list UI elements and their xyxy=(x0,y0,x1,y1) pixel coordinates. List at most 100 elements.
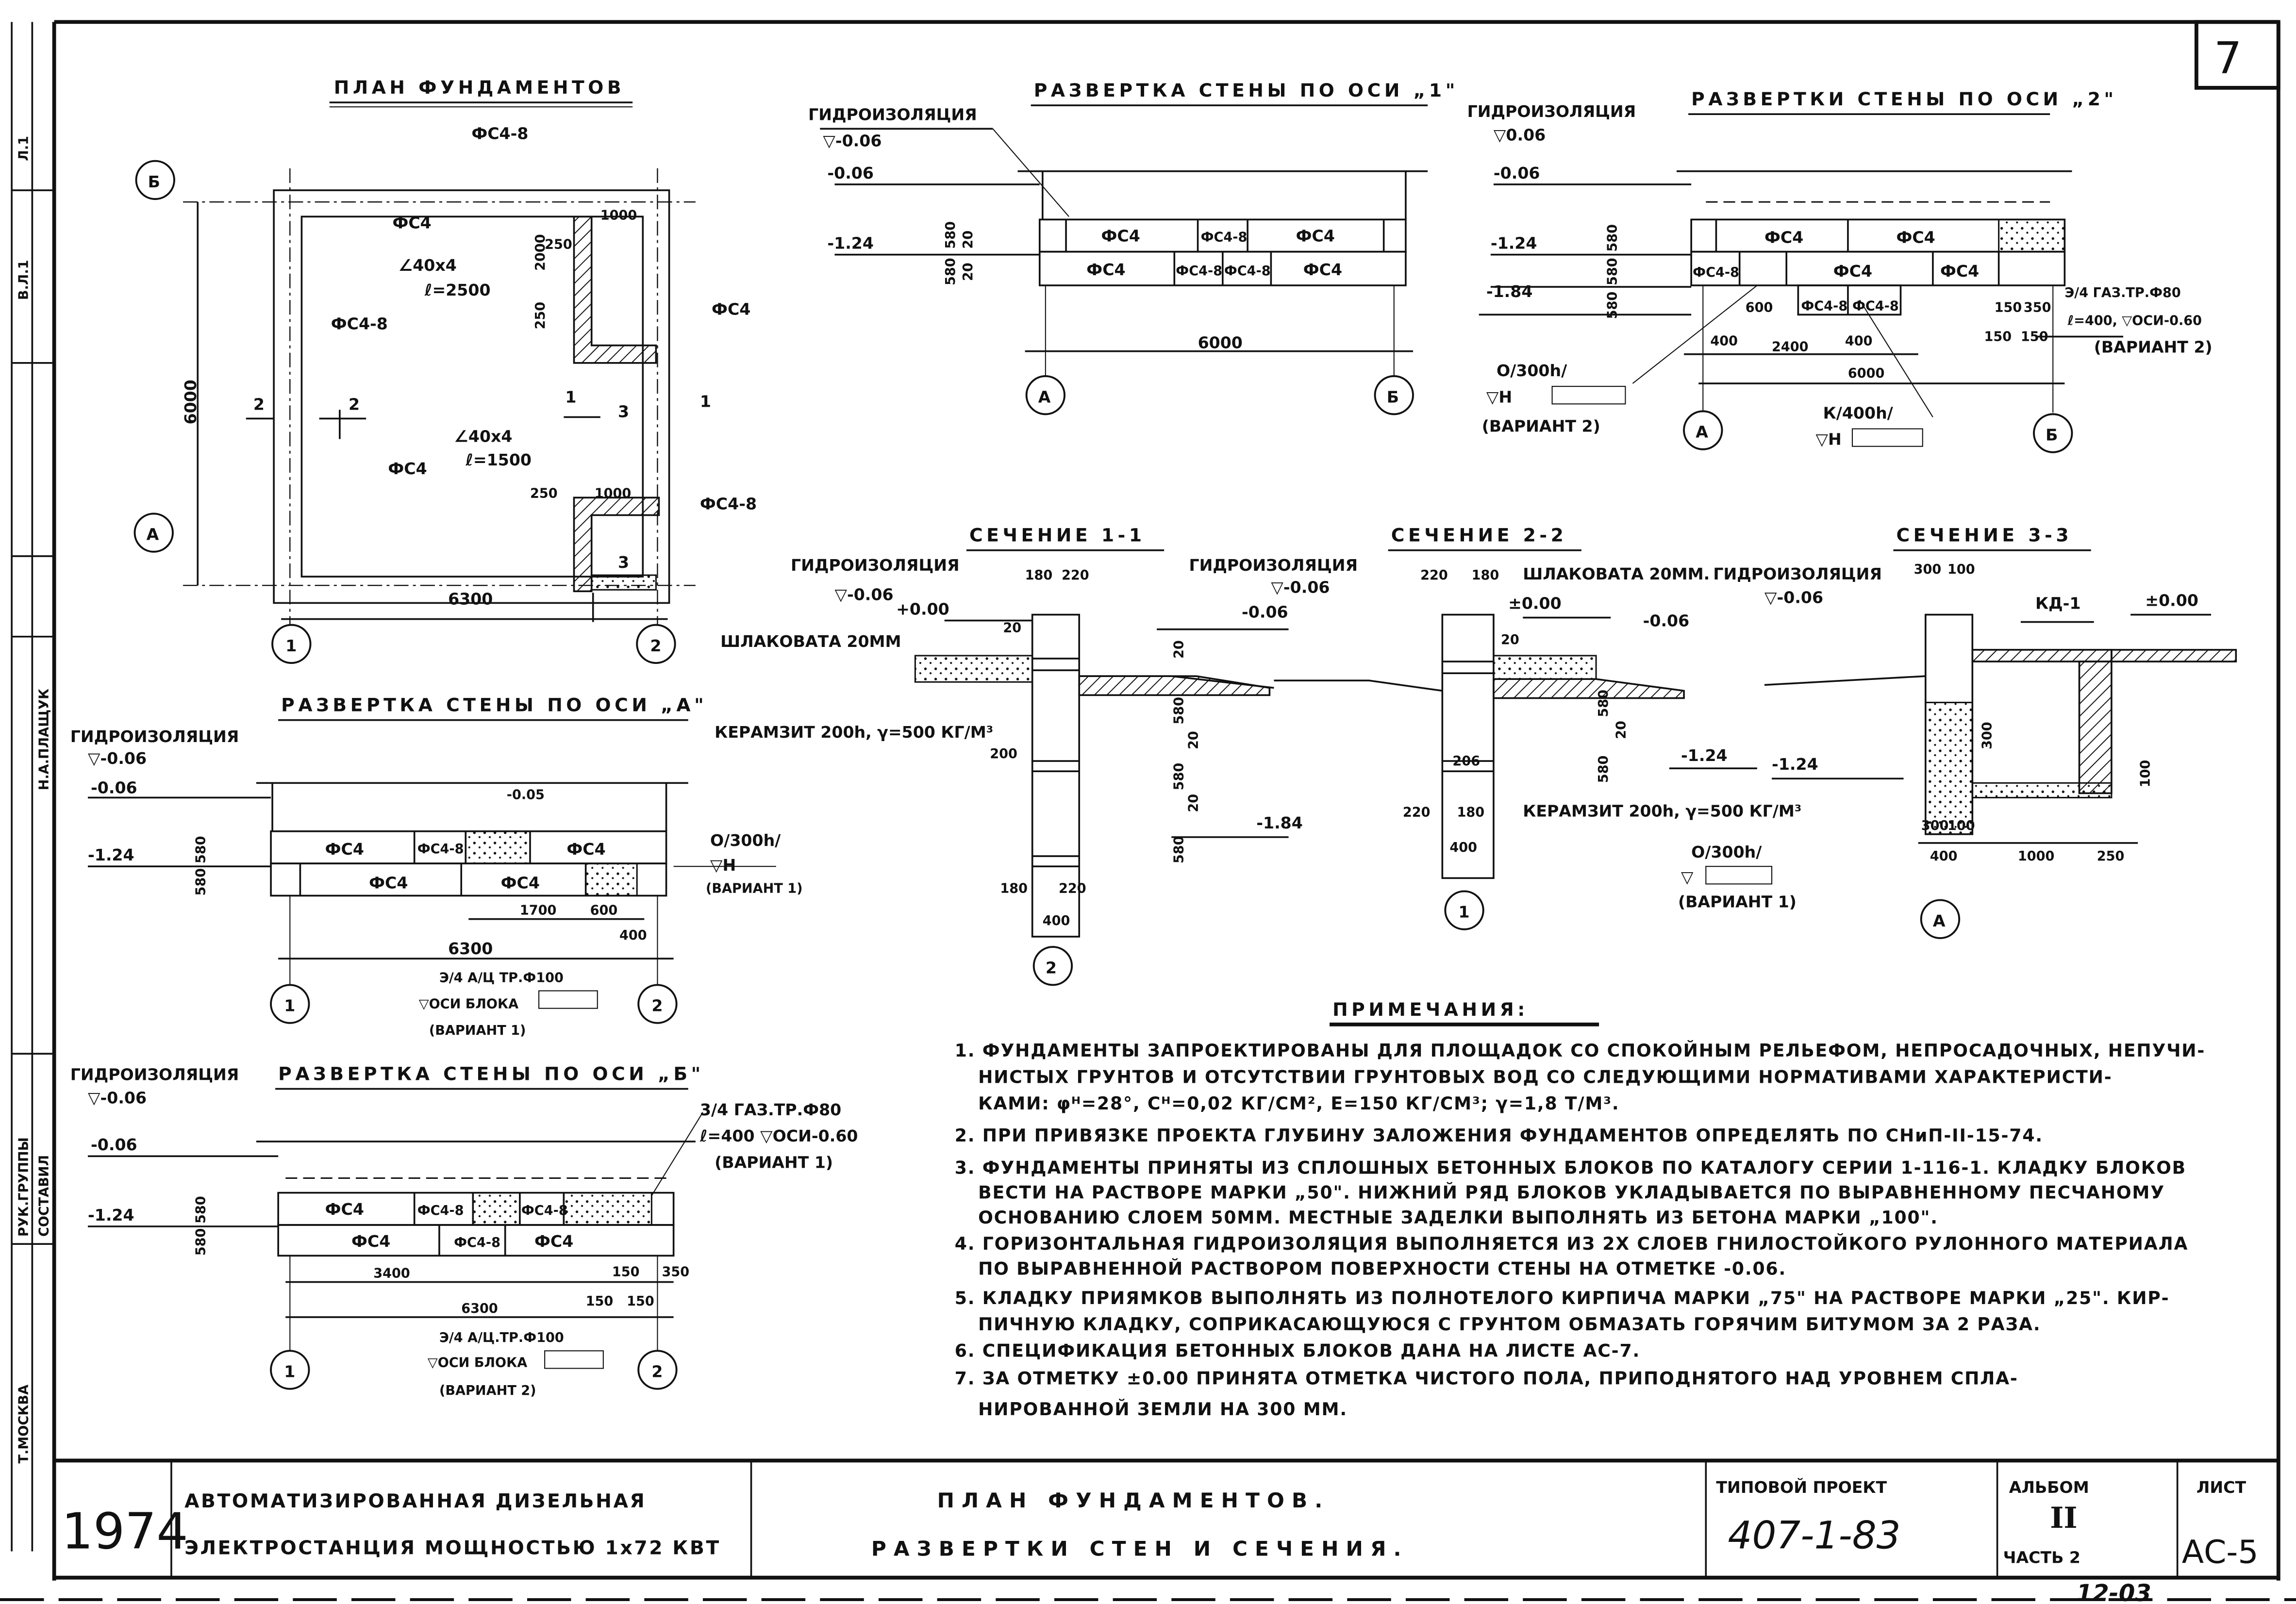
drawing-label: ▽-0.06 xyxy=(88,1089,147,1108)
drawing-label: 400 xyxy=(1710,334,1738,349)
drawing-label: 20 xyxy=(1186,731,1201,749)
drawing-label: (ВАРИАНТ 1) xyxy=(1678,893,1797,911)
drawing-label: 580 xyxy=(1605,258,1620,285)
drawing-label: 580 xyxy=(1596,756,1611,783)
drawing-label: 250 xyxy=(530,486,558,501)
drawing-label: Э/4 А/Ц.ТР.Ф100 xyxy=(439,1330,564,1345)
drawing-label: 350 xyxy=(662,1265,689,1280)
drawing-label: ГИДРОИЗОЛЯЦИЯ xyxy=(70,1065,239,1084)
drawing-label: ФС4 xyxy=(325,840,364,859)
drawing-label: ФС4-8 xyxy=(700,494,757,513)
drawing-label: ГИДРОИЗОЛЯЦИЯ xyxy=(70,727,239,746)
drawing-label: -1.24 xyxy=(88,845,134,864)
drawing-label: ГИДРОИЗОЛЯЦИЯ xyxy=(1467,102,1636,121)
drawing-label: -1.24 xyxy=(827,234,874,253)
drawing-label: ФС4 xyxy=(534,1232,573,1251)
drawing-label: 220 xyxy=(1062,568,1089,583)
drawing-label: 250 xyxy=(533,302,548,330)
drawing-label: 580 xyxy=(1171,763,1186,791)
drawing-label: 20 xyxy=(1003,621,1021,636)
drawing-label: ФС4 xyxy=(1764,228,1803,247)
project-number: 407-1-83 xyxy=(1728,1513,1901,1557)
drawing-label: А xyxy=(1696,423,1708,442)
drawing-label: 20 xyxy=(961,231,976,249)
drawing-label: -1.24 xyxy=(1491,234,1537,253)
drawing-label: 250 xyxy=(545,237,572,252)
drawing-label: ФС4-8 xyxy=(1224,264,1271,279)
drawing-label: ▽-0.06 xyxy=(1271,578,1330,596)
drawing-label: 100 xyxy=(1947,818,1975,833)
drawing-label: 580 xyxy=(943,258,958,285)
drawing-label: ГИДРОИЗОЛЯЦИЯ xyxy=(808,105,977,124)
drawing-label: -0.06 xyxy=(1643,612,1690,630)
sheet-title: РАЗВЕРТКИ СТЕН И СЕЧЕНИЯ. xyxy=(871,1537,1409,1560)
drawing-label: 150 xyxy=(627,1294,654,1309)
drawing-label: ШЛАКОВАТА 20ММ xyxy=(720,632,901,651)
drawing-label: КЕРАМЗИТ 200h, γ=500 КГ/М³ xyxy=(715,723,993,742)
wall-elevation-axis-1: РАЗВЕРТКА СТЕНЫ ПО ОСИ „1" ГИДРОИЗОЛЯЦИЯ… xyxy=(808,80,1455,415)
drawing-label: 1 xyxy=(284,996,295,1015)
drawing-label: ФС4 xyxy=(325,1200,364,1219)
drawing-label: ▽Н xyxy=(1486,387,1512,406)
drawing-label: ФС4 xyxy=(369,873,408,892)
section-2-2: СЕЧЕНИЕ 2-2 ГИДРОИЗОЛЯЦИЯ ▽-0.06 220 180… xyxy=(1189,525,1801,930)
drawing-label: -1.24 xyxy=(1681,746,1728,765)
drawing-label: О/300h/ xyxy=(1691,843,1762,861)
drawing-label: -1.24 xyxy=(1772,755,1818,774)
drawing-label: 400 xyxy=(1449,840,1477,855)
drawing-label: 3 xyxy=(618,402,629,421)
drawing-label: 580 xyxy=(193,868,208,896)
drawing-label: (ВАРИАНТ 1) xyxy=(429,1023,526,1038)
project-label: ТИПОВОЙ ПРОЕКТ xyxy=(1716,1477,1887,1497)
drawing-label: 100 xyxy=(2138,760,2153,788)
drawing-label: 1 xyxy=(565,387,576,406)
wall-elevation-axis-b: РАЗВЕРТКА СТЕНЫ ПО ОСИ „Б" ГИДРОИЗОЛЯЦИЯ… xyxy=(70,1063,858,1398)
drawing-label: 350 xyxy=(2024,300,2051,315)
drawing-label: ФС4-8 xyxy=(417,1203,464,1218)
album-label: АЛЬБОМ xyxy=(2009,1478,2089,1497)
drawing-label: 1700 xyxy=(520,903,557,918)
drawing-label: 1 xyxy=(285,636,297,655)
drawing-label: ℓ=2500 xyxy=(424,281,491,299)
archive-number: 12-03 xyxy=(2077,1580,2151,1604)
sheet-corner-number: 7 xyxy=(2214,33,2242,84)
elevation-title: РАЗВЕРТКА СТЕНЫ ПО ОСИ „Б" xyxy=(278,1063,704,1084)
sheet-frame: 7 xyxy=(0,20,2296,1601)
drawing-label: ГИДРОИЗОЛЯЦИЯ xyxy=(1189,556,1358,575)
drawing-label: 180 xyxy=(1457,805,1484,820)
drawing-label: ФС4-8 xyxy=(454,1235,500,1250)
drawing-label: ФС4-8 xyxy=(1201,230,1248,245)
drawing-label: ШЛАКОВАТА 20ММ. xyxy=(1523,564,1710,583)
drawing-label: ▽ОСИ БЛОКА xyxy=(419,997,518,1012)
drawing-label: (ВАРИАНТ 2) xyxy=(2094,338,2213,357)
drawing-label: 2 xyxy=(651,1362,663,1381)
drawing-label: 580 xyxy=(1605,224,1620,252)
drawing-label: 300 xyxy=(1914,562,1942,577)
drawing-label: ФС4 xyxy=(1303,260,1342,279)
drawing-label: ∠40х4 xyxy=(454,427,512,446)
sheet-number: АС-5 xyxy=(2182,1533,2259,1571)
note-line: 5. КЛАДКУ ПРИЯМКОВ ВЫПОЛНЯТЬ ИЗ ПОЛНОТЕЛ… xyxy=(955,1288,2170,1308)
drawing-label: ГИДРОИЗОЛЯЦИЯ xyxy=(1713,564,1882,583)
sheet-label: ЛИСТ xyxy=(2196,1478,2246,1497)
drawing-label: 150 xyxy=(1984,330,2012,345)
drawing-label: 6300 xyxy=(448,589,493,608)
plan-title: ПЛАН ФУНДАМЕНТОВ xyxy=(334,77,625,98)
drawing-label: 300 xyxy=(1980,722,1995,749)
drawing-label: КД-1 xyxy=(2035,594,2080,612)
drawing-label: 180 xyxy=(1025,568,1053,583)
drawing-label: К/400h/ xyxy=(1823,403,1894,422)
note-line: НИСТЫХ ГРУНТОВ И ОТСУТСТВИИ ГРУНТОВЫХ ВО… xyxy=(978,1066,2112,1087)
drawing-label: 180 xyxy=(1472,568,1499,583)
drawing-label: 220 xyxy=(1059,881,1086,896)
note-line: 4. ГОРИЗОНТАЛЬНАЯ ГИДРОИЗОЛЯЦИЯ ВЫПОЛНЯЕ… xyxy=(955,1233,2188,1254)
sheet-title: ПЛАН ФУНДАМЕНТОВ. xyxy=(937,1488,1330,1512)
drawing-label: ▽-0.06 xyxy=(88,749,147,768)
drawing-label: -0.06 xyxy=(91,778,137,797)
note-line: 7. ЗА ОТМЕТКУ ±0.00 ПРИНЯТА ОТМЕТКА ЧИСТ… xyxy=(955,1368,2018,1389)
year: 1974 xyxy=(62,1503,188,1560)
note-line: 6. СПЕЦИФИКАЦИЯ БЕТОННЫХ БЛОКОВ ДАНА НА … xyxy=(955,1340,1640,1361)
drawing-label: ФС4 xyxy=(712,299,750,318)
drawing-label: ФС4 xyxy=(501,873,540,892)
drawing-label: 150 xyxy=(2021,330,2048,345)
